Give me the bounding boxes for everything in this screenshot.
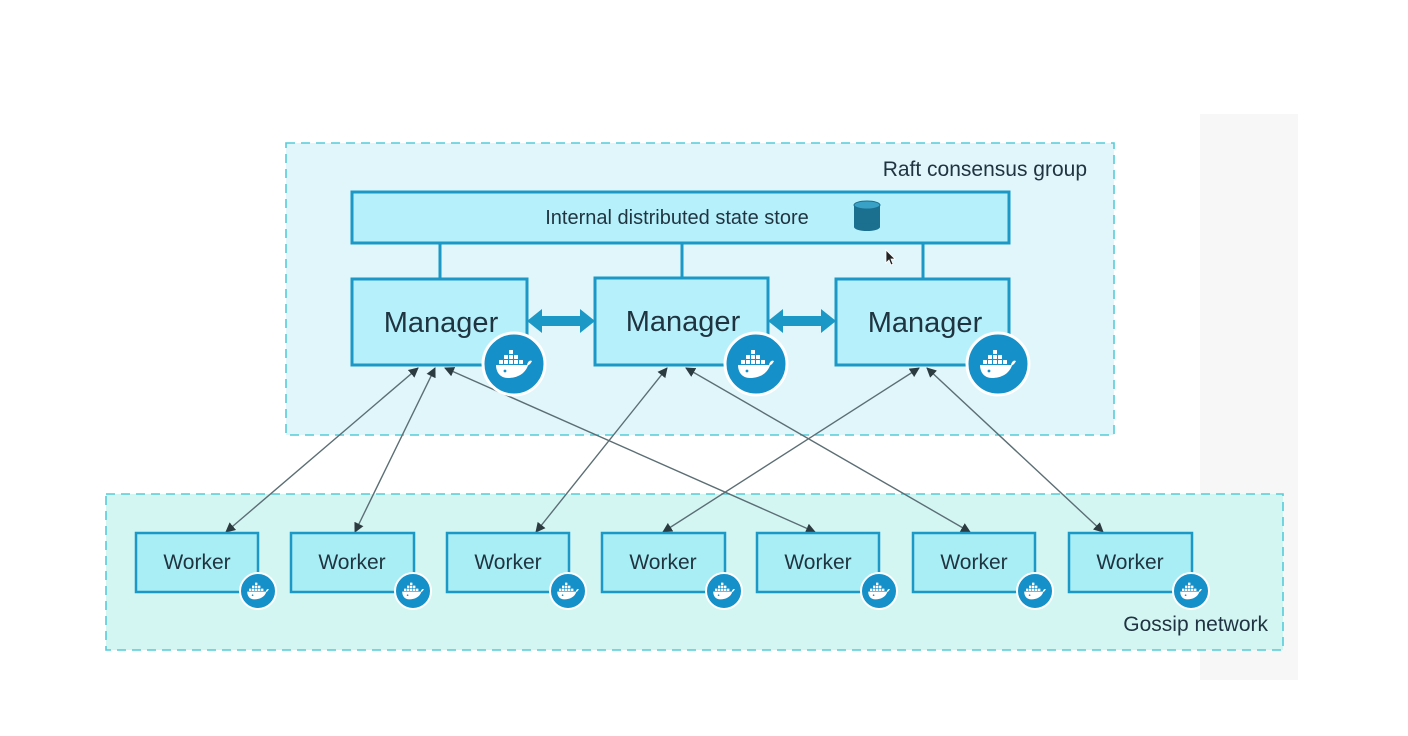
- manager-label: Manager: [626, 306, 741, 338]
- docker-whale-icon: [239, 572, 277, 610]
- state-store-box: [350, 190, 1011, 245]
- mouse-cursor-icon: [885, 249, 896, 266]
- docker-whale-icon: [705, 572, 743, 610]
- worker-label: Worker: [784, 551, 851, 574]
- docker-whale-icon: [481, 331, 547, 397]
- worker-node: Worker: [600, 531, 743, 610]
- manager-node: Manager: [350, 277, 547, 397]
- docker-whale-icon: [1172, 572, 1210, 610]
- store-connectors: [438, 243, 925, 279]
- docker-whale-icon: [394, 572, 432, 610]
- manager-label: Manager: [384, 307, 499, 339]
- raft-consensus-group-label: Raft consensus group: [883, 158, 1087, 181]
- docker-whale-icon: [1016, 572, 1054, 610]
- state-store-label: Internal distributed state store: [545, 207, 808, 229]
- docker-whale-icon: [965, 331, 1031, 397]
- worker-label: Worker: [318, 551, 385, 574]
- database-icon: [853, 200, 881, 231]
- worker-label: Worker: [629, 551, 696, 574]
- worker-label: Worker: [163, 551, 230, 574]
- manager-node: Manager: [593, 276, 789, 397]
- worker-node: Worker: [1067, 531, 1210, 610]
- manager-label: Manager: [868, 307, 983, 339]
- docker-whale-icon: [860, 572, 898, 610]
- worker-node: Worker: [134, 531, 277, 610]
- worker-node: Worker: [289, 531, 432, 610]
- worker-node: Worker: [445, 531, 587, 610]
- gossip-network-label: Gossip network: [1123, 613, 1268, 636]
- worker-node: Worker: [755, 531, 898, 610]
- manager-node: Manager: [834, 277, 1031, 397]
- worker-node: Worker: [911, 531, 1054, 610]
- worker-label: Worker: [1096, 551, 1163, 574]
- docker-whale-icon: [723, 331, 789, 397]
- manager-double-arrow: [527, 309, 595, 333]
- worker-manager-links: [225, 367, 1104, 533]
- worker-label: Worker: [474, 551, 541, 574]
- docker-whale-icon: [549, 572, 587, 610]
- worker-label: Worker: [940, 551, 1007, 574]
- manager-double-arrow: [768, 309, 836, 333]
